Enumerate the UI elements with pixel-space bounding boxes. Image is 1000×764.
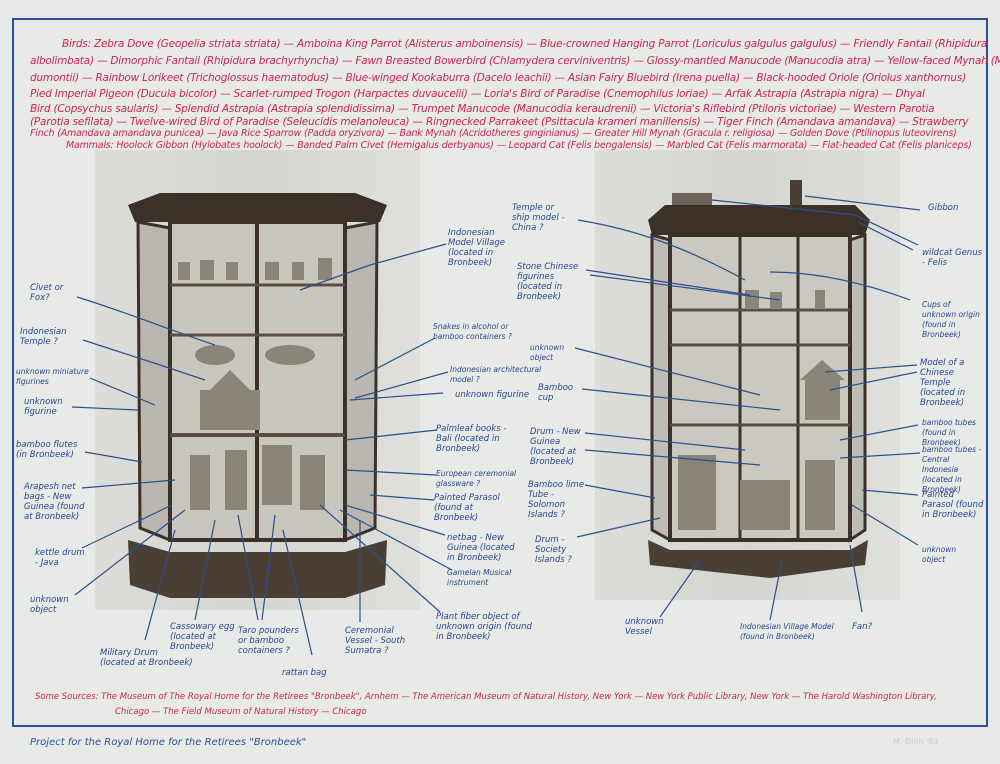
annotation-label: Indonesian architectural model ? xyxy=(450,365,542,384)
annotation-label: Fan? xyxy=(852,622,872,632)
annotation-label: Plant fiber object of unknown origin (fo… xyxy=(436,612,532,642)
annotation-label: Bamboo cup xyxy=(538,383,574,403)
annotation-label: Model of a Chinese Temple (located in Br… xyxy=(920,358,966,408)
wildcat-figure xyxy=(672,193,712,205)
species-line: Finch (Amandava amandava punicea) — Java… xyxy=(30,128,957,139)
species-line: Birds: Zebra Dove (Geopelia striata stri… xyxy=(62,38,988,50)
annotation-label: unknown miniature figurines xyxy=(16,367,89,386)
annotation-label: unknown object xyxy=(922,545,957,564)
annotation-label: Ceremonial Vessel - South Sumatra ? xyxy=(345,626,406,656)
annotation-label: Painted Parasol (found in Bronbeek) xyxy=(922,490,984,520)
annotation-label: Snakes in alcohol or bamboo containers ? xyxy=(433,322,512,341)
annotation-label: bamboo flutes (in Bronbeek) xyxy=(16,440,78,460)
left-display-cabinet xyxy=(128,193,387,598)
species-line: albolimbata) — Dimorphic Fantail (Rhipid… xyxy=(30,55,1000,67)
annotation-label: unknown figurine xyxy=(24,397,63,417)
annotation-label: Indonesian Model Village (located in Bro… xyxy=(448,228,505,268)
species-line: Pied Imperial Pigeon (Ducula bicolor) — … xyxy=(30,88,925,100)
annotation-label: Cassowary egg (located at Bronbeek) xyxy=(170,622,235,652)
annotation-label: European ceremonial glassware ? xyxy=(436,469,517,488)
species-line-mammals: Mammals: Hoolock Gibbon (Hylobates hoolo… xyxy=(66,140,972,151)
annotation-label: unknown figurine xyxy=(455,390,530,400)
annotation-label: unknown Vessel xyxy=(625,617,664,637)
annotation-label: Painted Parasol (found at Bronbeek) xyxy=(434,493,500,523)
annotation-label: Military Drum (located at Bronbeek) xyxy=(100,648,193,668)
annotation-label: netbag - New Guinea (located in Bronbeek… xyxy=(447,533,515,563)
species-line: (Parotia sefilata) — Twelve-wired Bird o… xyxy=(30,116,969,128)
annotation-label: Gibbon xyxy=(928,203,959,213)
artist-signature: M. Dion '93 xyxy=(893,737,939,746)
annotation-label: Gamelan Musical instrument xyxy=(447,568,512,587)
annotation-leader-lines xyxy=(71,195,921,656)
blue-border-frame xyxy=(12,18,988,727)
annotation-label: unknown object xyxy=(30,595,69,615)
sources-line: Chicago — The Field Museum of Natural Hi… xyxy=(115,707,367,717)
annotation-label: kettle drum - Java xyxy=(35,548,85,568)
annotation-label: Drum - Society Islands ? xyxy=(535,535,572,565)
annotation-label: Indonesian Village Model (found in Bronb… xyxy=(740,622,834,641)
artwork-title: Project for the Royal Home for the Retir… xyxy=(30,737,307,748)
annotation-label: Bamboo lime Tube - Solomon Islands ? xyxy=(528,480,585,520)
annotation-label: Temple or ship model - China ? xyxy=(512,203,565,233)
species-line: dumontii) — Rainbow Lorikeet (Trichoglos… xyxy=(30,72,966,84)
species-line: Bird (Copsychus saularis) — Splendid Ast… xyxy=(30,103,935,115)
annotation-label: Civet or Fox? xyxy=(30,283,64,303)
annotation-label: Taro pounders or bamboo containers ? xyxy=(238,626,299,656)
sources-line: Some Sources: The Museum of The Royal Ho… xyxy=(35,692,937,702)
annotation-label: wildcat Genus - Felis xyxy=(922,248,983,268)
right-display-cabinet xyxy=(648,180,870,578)
annotation-label: Palmleaf books - Bali (located in Bronbe… xyxy=(436,424,507,454)
annotation-label: unknown object xyxy=(530,343,565,362)
annotation-label: bamboo tubes (found in Bronbeek) xyxy=(922,418,976,447)
annotation-label: Cups of unknown origin (found in Bronbee… xyxy=(922,300,980,339)
gibbon-figure xyxy=(790,180,802,205)
annotation-label: Indonesian Temple ? xyxy=(20,327,67,347)
annotation-label: Arapesh net bags - New Guinea (found at … xyxy=(24,482,85,522)
annotation-label: bamboo tubes - Central Indonesia (locate… xyxy=(922,445,982,494)
annotation-label: Stone Chinese figurines (located in Bron… xyxy=(517,262,579,302)
annotation-label: Drum - New Guinea (located at Bronbeek) xyxy=(530,427,581,467)
annotation-label: rattan bag xyxy=(282,668,327,678)
